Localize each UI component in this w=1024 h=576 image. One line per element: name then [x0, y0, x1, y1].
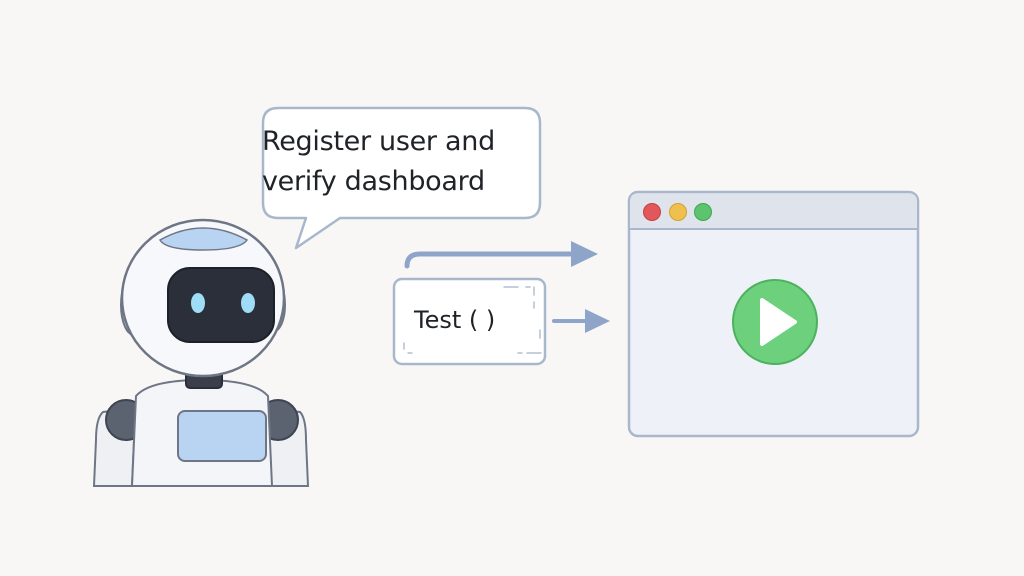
- maximize-dot[interactable]: [694, 203, 712, 221]
- play-icon[interactable]: [732, 279, 818, 365]
- browser-window: [627, 190, 920, 438]
- speech-bubble: [261, 106, 542, 250]
- minimize-dot[interactable]: [669, 203, 687, 221]
- upper-arrow: [404, 241, 598, 269]
- speech-line-2: verify dashboard: [262, 166, 485, 197]
- speech-bubble-text: Register user and verify dashboard: [262, 122, 538, 202]
- close-dot[interactable]: [643, 203, 661, 221]
- test-card: [392, 277, 547, 366]
- speech-line-1: Register user and: [262, 126, 495, 157]
- test-card-label: Test ( ): [414, 306, 496, 334]
- robot-assistant-icon: [92, 218, 310, 487]
- lower-arrow: [552, 309, 610, 333]
